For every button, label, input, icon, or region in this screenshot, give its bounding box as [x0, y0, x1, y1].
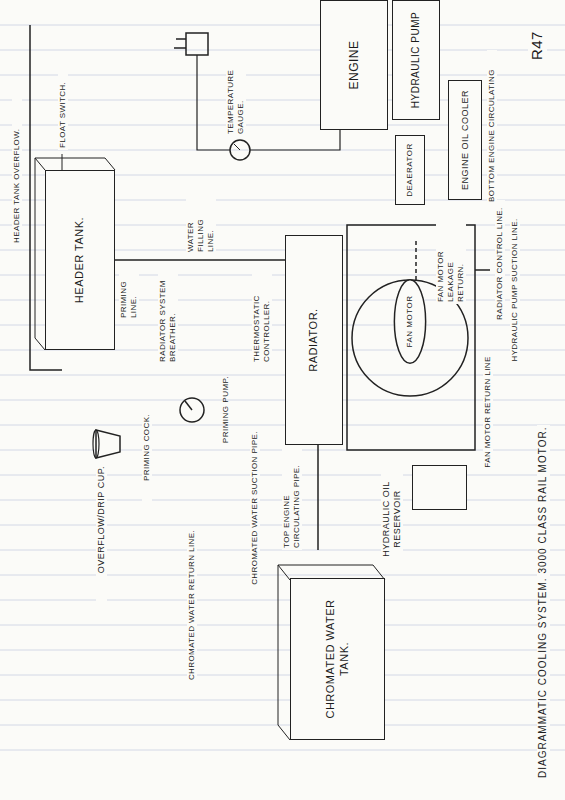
pipe-label: PRIMING LINE.: [119, 266, 139, 320]
pipe-label: CHROMATED WATER RETURN LINE.: [187, 528, 197, 682]
radiator-box: RADIATOR.: [285, 235, 343, 445]
header-tank: HEADER TANK.: [45, 170, 115, 350]
pump-symbol: [178, 395, 208, 425]
ruled-lines: [0, 25, 565, 750]
pump-handle: [185, 401, 192, 410]
pipe-label: FAN MOTOR RETURN LINE: [483, 354, 493, 469]
node-label: FAN MOTOR: [405, 296, 415, 348]
node-label: RADIATOR.: [307, 308, 320, 371]
node-label: PRIMING PUMP.: [221, 376, 233, 443]
part-label: R47: [528, 29, 547, 62]
pipework: [30, 25, 490, 740]
cup-rim: [93, 430, 99, 458]
part-label: TEMPERATURE GAUGE.: [226, 54, 246, 136]
thermostat-box: [186, 33, 208, 55]
thermostat-terminals: [174, 39, 186, 48]
engine-box: ENGINE: [320, 0, 388, 130]
pump-circle: [180, 398, 204, 422]
part-label: FLOAT SWITCH.: [58, 56, 68, 150]
part-label: PRIMING COCK.: [142, 412, 152, 502]
water-tank: CHROMATED WATER TANK.: [290, 578, 385, 740]
part-label: BOTTOM ENGINE CIRCULATING: [487, 50, 497, 204]
gauge-needle: [234, 144, 240, 150]
node-label: CHROMATED WATER TANK.: [324, 584, 350, 734]
breather-pipe: [115, 259, 285, 261]
pipe-label: WATER FILLING LINE.: [186, 194, 216, 254]
pump-box: HYDRAULIC PUMP: [392, 0, 440, 120]
diagram-title: DIAGRAMMATIC COOLING SYSTEM. 3000 CLASS …: [537, 425, 550, 780]
deaerator-box: DEAERATOR: [395, 135, 425, 205]
oil-reservoir: HYDRAULIC OIL RESERVOIR: [412, 465, 467, 510]
node-label: OVERFLOW/DRIP CUP.: [96, 466, 107, 610]
tank-perspective: [35, 158, 115, 350]
gauge-capillary: [250, 130, 340, 150]
node-label: HEADER TANK.: [73, 217, 86, 303]
radiator-control-pipe: [475, 269, 490, 271]
pipe-label: CHROMATED WATER SUCTION PIPE.: [250, 429, 260, 587]
node-label: HYDRAULIC OIL RESERVOIR: [381, 469, 403, 569]
node-label: ENGINE: [347, 41, 361, 90]
cooler-box: ENGINE OIL COOLER: [448, 80, 482, 200]
part-label: THERMOSTATIC CONTROLLER.: [252, 264, 272, 364]
node-label: DEAERATOR: [405, 143, 415, 197]
part-label: TOP ENGINE CIRCULATING PIPE.: [282, 446, 302, 550]
node-label: HYDRAULIC PUMP: [410, 12, 422, 108]
pipe-label: HYDRAULIC PUMP SUCTION LINE.: [510, 216, 520, 363]
ellipse-shape: [394, 280, 425, 364]
tank-perspective: [278, 565, 385, 740]
top-circulating-pipe: [317, 445, 319, 550]
temperature-gauge-symbol: [230, 140, 250, 160]
node-label: ENGINE OIL COOLER: [460, 90, 471, 190]
priming-pump: PRIMING PUMP.: [178, 369, 233, 450]
fan-motor: FAN MOTOR: [393, 278, 427, 365]
fan-housing: [347, 225, 475, 450]
part-label: RADIATOR SYSTEM BREATHER.: [158, 264, 178, 364]
drip-cup: OVERFLOW/DRIP CUP.: [92, 428, 122, 460]
cup-symbol: [92, 428, 122, 460]
part-label: FAN MOTOR LEAKAGE RETURN.: [436, 224, 466, 304]
part-label: RADIATOR CONTROL LINE.: [495, 200, 505, 322]
part-label: HEADER TANK OVERFLOW.: [12, 91, 22, 245]
